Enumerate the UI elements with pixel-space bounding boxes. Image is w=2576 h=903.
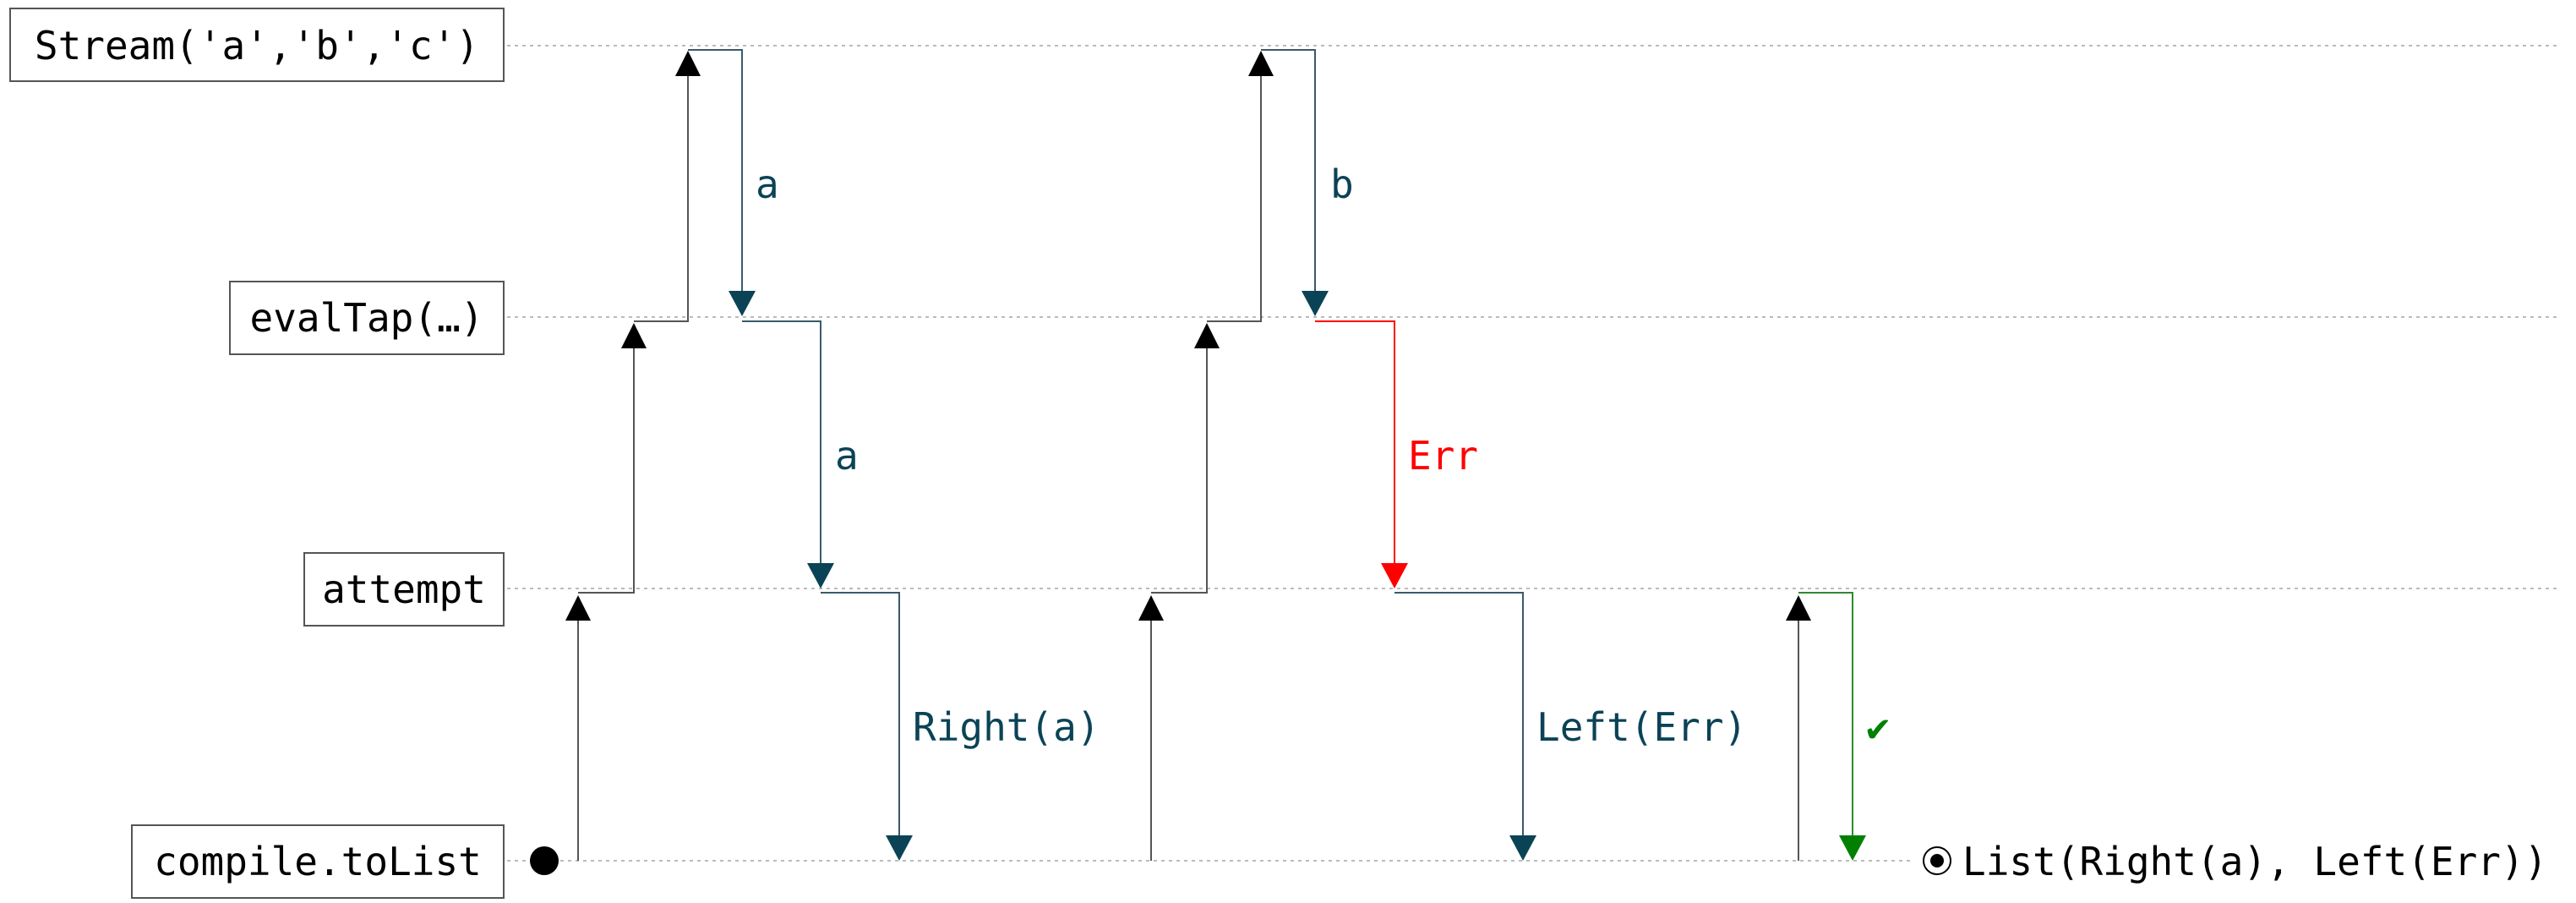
emit-line xyxy=(688,49,743,301)
emit-b-source-to-evaltap: b xyxy=(1261,49,1354,316)
check-mark-icon: ✔ xyxy=(1866,704,1890,750)
arrow-up-icon xyxy=(565,595,591,621)
emit-a-source-to-evaltap: a xyxy=(688,49,779,316)
lane-lines xyxy=(507,45,2561,862)
pull-line xyxy=(1207,63,1262,322)
arrow-down-icon xyxy=(1381,563,1408,588)
arrow-up-icon xyxy=(675,51,701,76)
emit-line xyxy=(742,320,821,573)
arrow-up-icon xyxy=(1194,323,1220,348)
message-label-b: b xyxy=(1330,161,1354,207)
lane-label-evaltap: evalTap(…) xyxy=(229,281,505,355)
end-icon xyxy=(1923,846,1951,875)
end-icon-inner xyxy=(1930,854,1944,867)
message-label-a: a xyxy=(835,433,859,479)
lane-label-source: Stream('a','b','c') xyxy=(9,8,505,82)
arrow-down-icon xyxy=(1509,835,1536,861)
complete-attempt-to-compile: ✔ xyxy=(1798,592,1890,861)
message-label-left-err: Left(Err) xyxy=(1536,704,1747,750)
emit-err-evaltap-to-attempt: Err xyxy=(1315,320,1478,588)
complete-line xyxy=(1798,592,1853,846)
start-icon xyxy=(530,846,559,875)
lane-label-text: evalTap(…) xyxy=(250,295,484,341)
emit-a-evaltap-to-attempt: a xyxy=(742,320,859,588)
pull-evaltap-to-source-2 xyxy=(1207,51,1274,322)
arrow-up-icon xyxy=(621,323,647,348)
arrow-down-icon xyxy=(807,563,834,588)
message-label-err: Err xyxy=(1408,433,1478,479)
lane-label-box xyxy=(9,8,505,82)
emit-line xyxy=(1394,592,1524,846)
pull-line xyxy=(634,63,689,322)
emit-line xyxy=(1261,49,1316,301)
arrow-up-icon xyxy=(1138,595,1164,621)
message-label-right-a: Right(a) xyxy=(913,704,1100,750)
lane-label-text: compile.toList xyxy=(154,839,482,884)
pull-attempt-to-evaltap-2 xyxy=(1151,323,1220,594)
emit-line xyxy=(1315,320,1395,573)
message-label-a: a xyxy=(756,161,779,207)
emit-left-err-attempt-to-compile: Left(Err) xyxy=(1394,592,1747,861)
arrow-up-icon xyxy=(1786,595,1811,621)
pull-compile-to-attempt-3 xyxy=(1786,595,1811,861)
pull-attempt-to-evaltap-1 xyxy=(578,323,647,594)
emit-right-a-attempt-to-compile: Right(a) xyxy=(821,592,1100,861)
lane-label-attempt: attempt xyxy=(303,552,505,627)
pull-line xyxy=(578,335,635,594)
arrow-down-icon xyxy=(1839,835,1866,861)
arrow-down-icon xyxy=(1302,291,1329,316)
pull-evaltap-to-source-1 xyxy=(634,51,701,322)
pull-compile-to-attempt-2 xyxy=(1138,595,1164,861)
lane-label-box xyxy=(303,552,505,627)
emit-line xyxy=(821,592,900,846)
arrow-down-icon xyxy=(729,291,756,316)
arrow-up-icon xyxy=(1248,51,1274,76)
pull-compile-to-attempt-1 xyxy=(565,595,591,861)
lane-label-compile: compile.toList xyxy=(131,824,505,899)
lane-label-box xyxy=(229,281,505,355)
pull-line xyxy=(1151,335,1208,594)
result-value: List(Right(a), Left(Err)) xyxy=(1962,839,2547,884)
lane-label-text: Stream('a','b','c') xyxy=(35,23,479,68)
arrow-down-icon xyxy=(886,835,913,861)
lane-label-text: attempt xyxy=(322,566,486,612)
lane-label-box xyxy=(131,824,505,899)
